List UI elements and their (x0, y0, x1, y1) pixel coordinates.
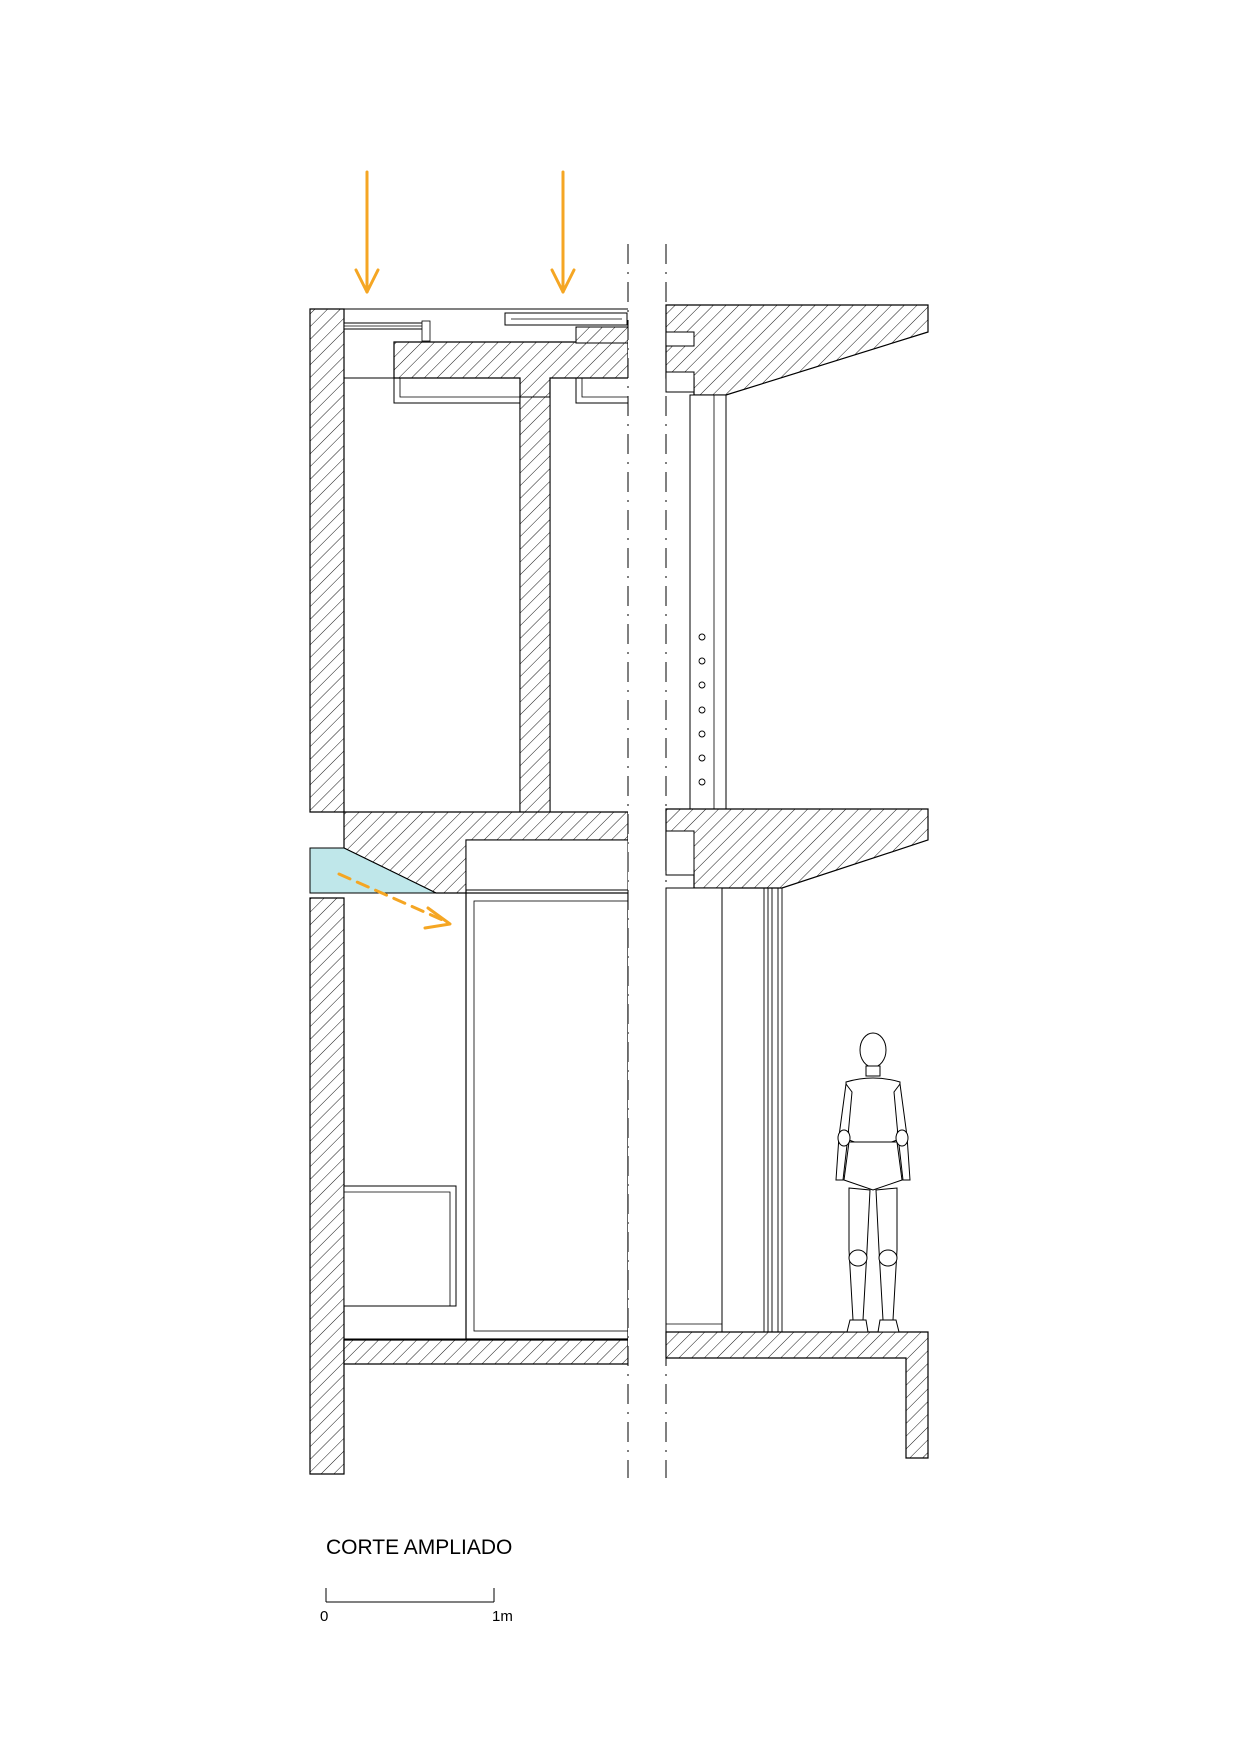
hanging-frame-right (575, 378, 628, 404)
mid-right-box (665, 830, 695, 876)
drawing-title: CORTE AMPLIADO (326, 1536, 513, 1559)
down-arrow-icon (354, 170, 380, 294)
scale-end-label: 1m (492, 1608, 513, 1625)
upper-partition (519, 396, 551, 816)
glass-wedge (309, 847, 437, 894)
small-cabinet-inner (344, 1191, 451, 1306)
scale-start-label: 0 (320, 1608, 329, 1625)
roof-right-box (665, 331, 695, 347)
hanging-frame-right-inner (581, 378, 628, 398)
floor-slab-right (665, 1331, 929, 1459)
lower-floor-slab-left (343, 1339, 629, 1365)
vent-holes (698, 633, 706, 786)
hanging-frame-left-inner (399, 378, 520, 398)
small-cabinet (343, 1185, 457, 1307)
left-wall-upper (309, 308, 345, 813)
dashed-diagonal-arrow-icon (337, 872, 452, 930)
mid-duct-box (465, 839, 629, 891)
skylight-left-cap (421, 320, 431, 342)
hanging-frame-left (393, 378, 520, 404)
human-figure-icon (835, 1032, 911, 1333)
roof-right-box2 (665, 371, 695, 393)
upper-right-wall (689, 394, 727, 810)
roof-beam-cap (575, 326, 629, 344)
wardrobe-outer (465, 892, 629, 1340)
down-arrow-icon (550, 170, 576, 294)
scale-bar (325, 1588, 495, 1603)
glazing-mullions (763, 888, 783, 1332)
roof-beam-left (393, 341, 629, 831)
roof-slab-right (665, 304, 929, 396)
left-wall-lower (309, 897, 345, 1475)
lower-right-panel (665, 887, 723, 1333)
cut-gap (628, 240, 666, 1480)
mid-slab-right (665, 808, 929, 889)
